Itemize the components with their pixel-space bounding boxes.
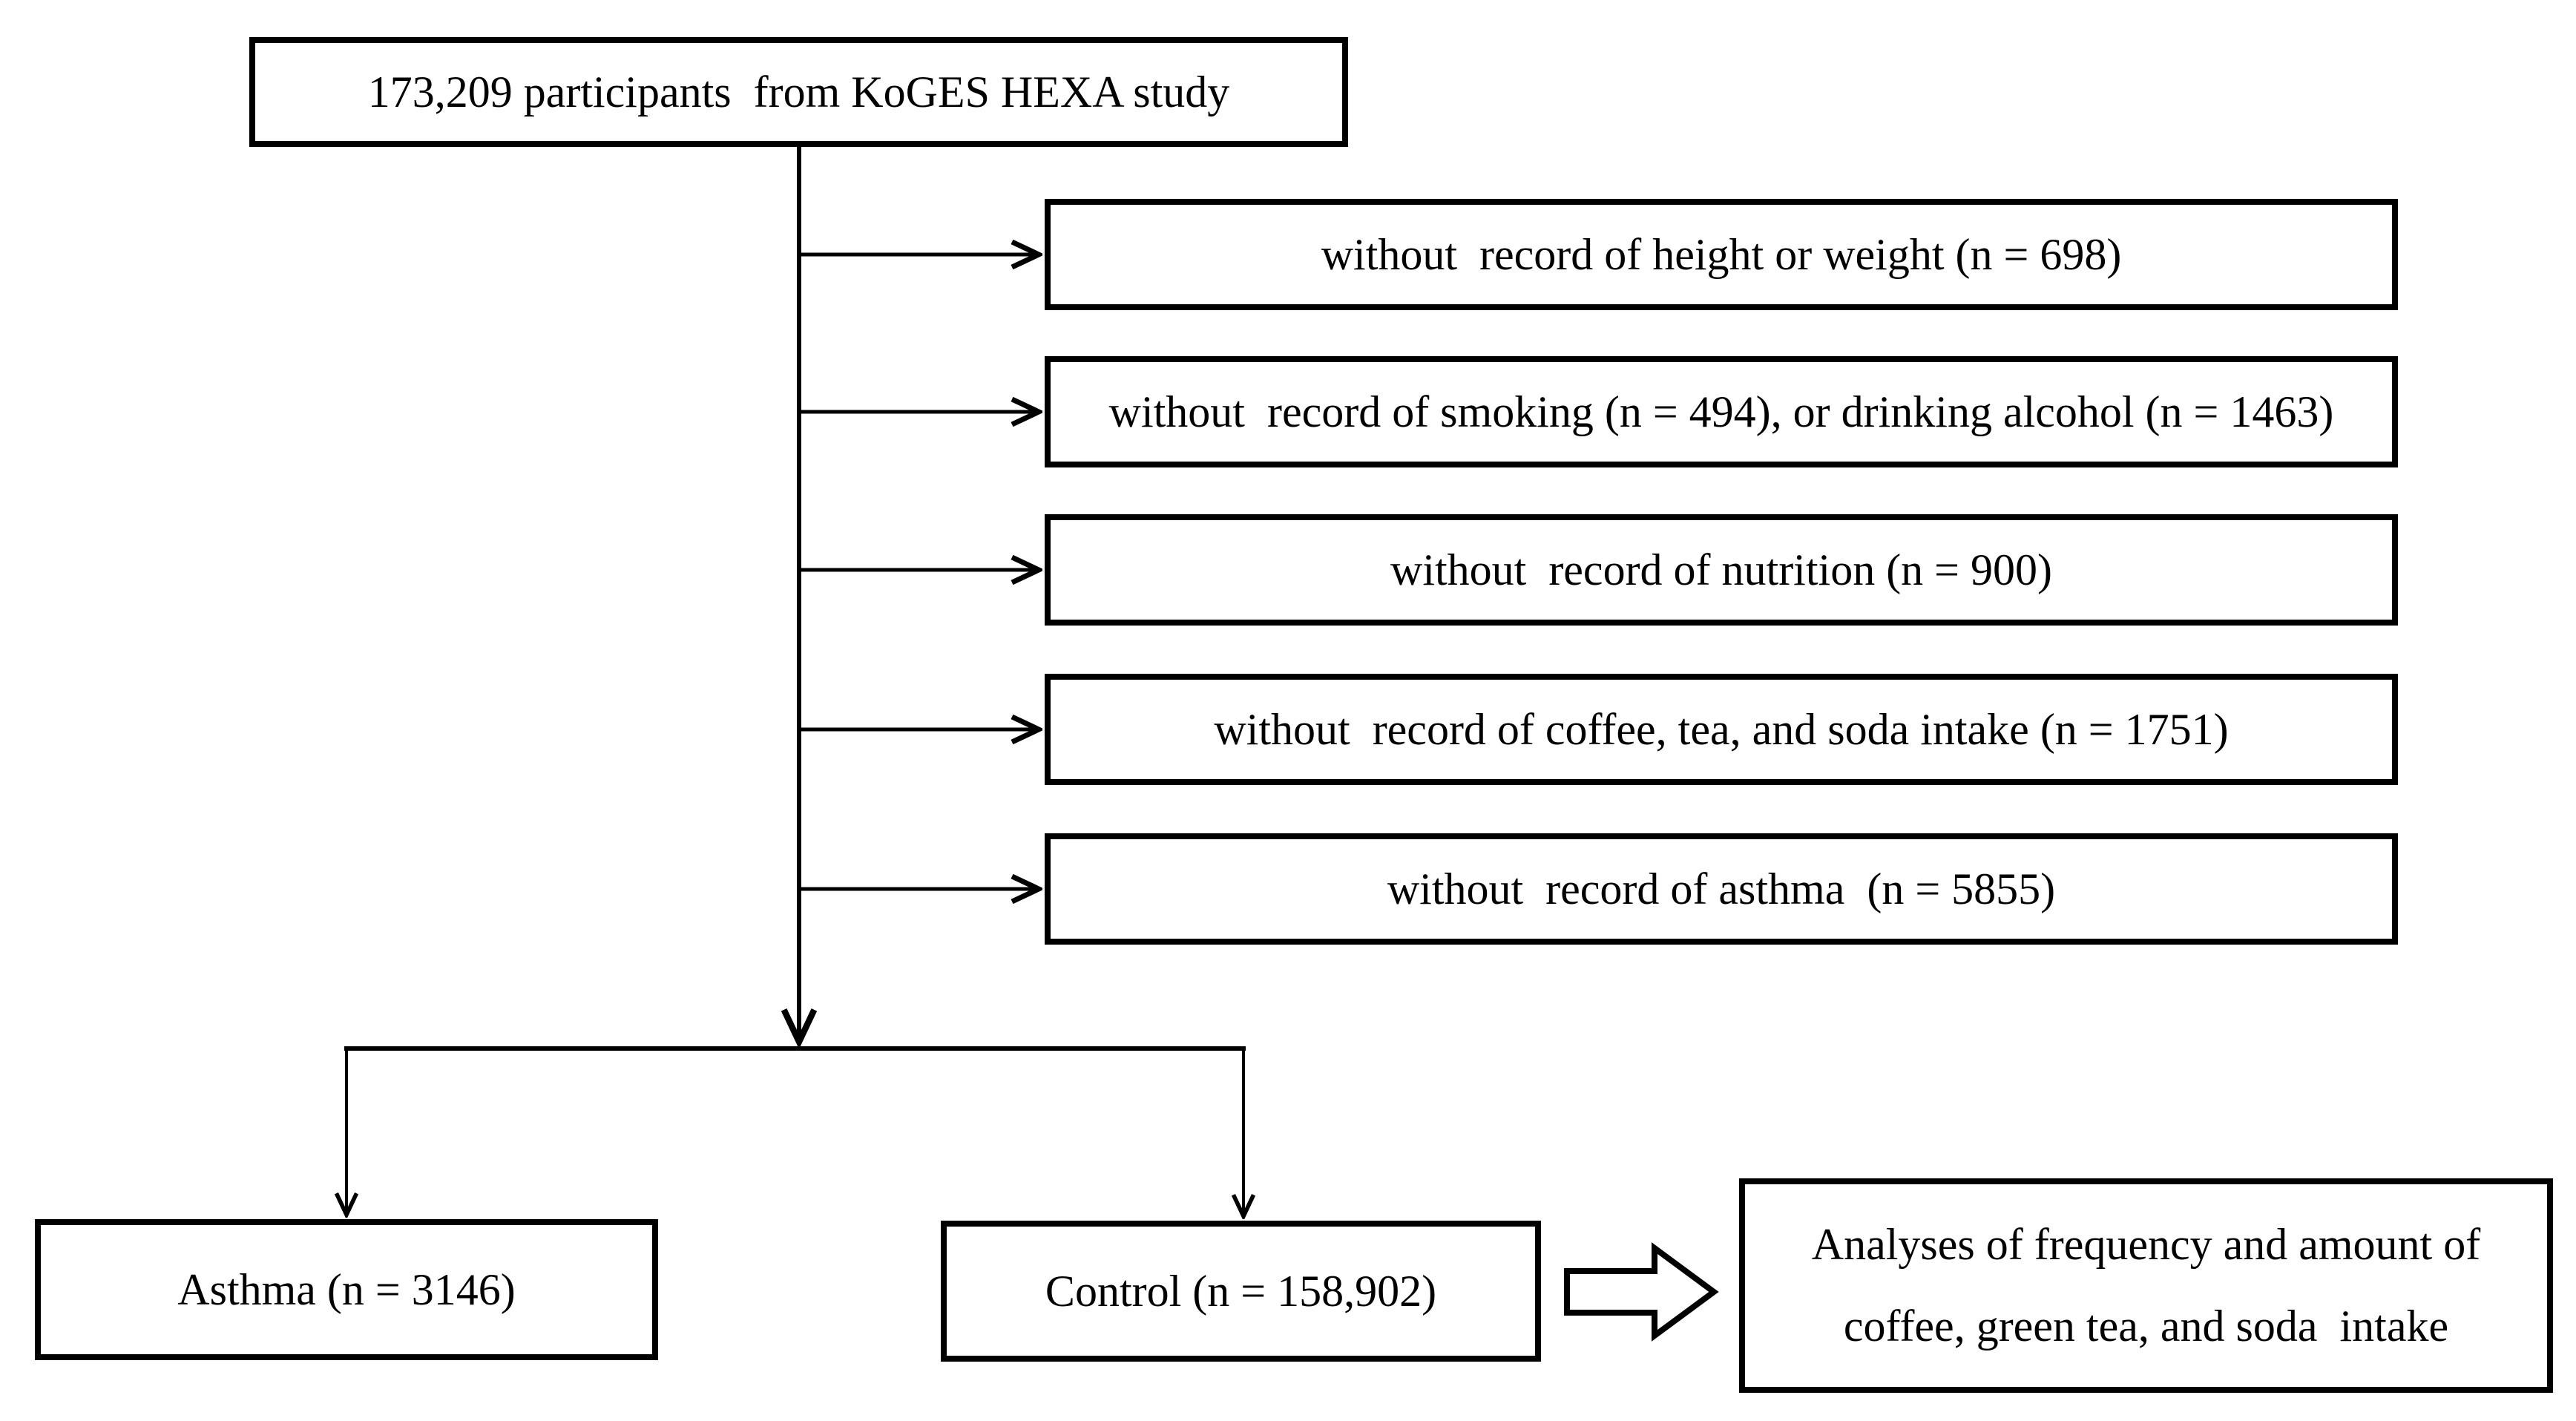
exclusion-box-label: without record of height or weight (n = … xyxy=(1321,229,2122,279)
exclusion-box-label: without record of smoking (n = 494), or … xyxy=(1108,387,2334,436)
control-group-label: Control (n = 158,902) xyxy=(1045,1266,1437,1316)
block-arrow-right xyxy=(1564,1242,1719,1342)
asthma-group-box: Asthma (n = 3146) xyxy=(35,1219,658,1360)
exclusion-box-height-weight: without record of height or weight (n = … xyxy=(1045,199,2398,310)
participants-box: 173,209 participants from KoGES HEXA stu… xyxy=(249,37,1348,147)
analysis-box: Analyses of frequency and amount of coff… xyxy=(1739,1178,2553,1393)
analysis-box-line1: Analyses of frequency and amount of xyxy=(1811,1220,2481,1270)
exclusion-box-smoking-alcohol: without record of smoking (n = 494), or … xyxy=(1045,356,2398,467)
exclusion-box-label: without record of nutrition (n = 900) xyxy=(1390,545,2052,594)
exclusion-box-label: without record of asthma (n = 5855) xyxy=(1387,864,2056,913)
exclusion-box-beverage-intake: without record of coffee, tea, and soda … xyxy=(1045,674,2398,785)
control-group-box: Control (n = 158,902) xyxy=(941,1221,1541,1362)
exclusion-box-nutrition: without record of nutrition (n = 900) xyxy=(1045,514,2398,626)
participants-box-label: 173,209 participants from KoGES HEXA stu… xyxy=(367,67,1230,116)
exclusion-box-asthma-record: without record of asthma (n = 5855) xyxy=(1045,833,2398,945)
asthma-group-label: Asthma (n = 3146) xyxy=(177,1264,516,1314)
analysis-box-line2: coffee, green tea, and soda intake xyxy=(1843,1301,2449,1351)
exclusion-box-label: without record of coffee, tea, and soda … xyxy=(1214,704,2229,754)
